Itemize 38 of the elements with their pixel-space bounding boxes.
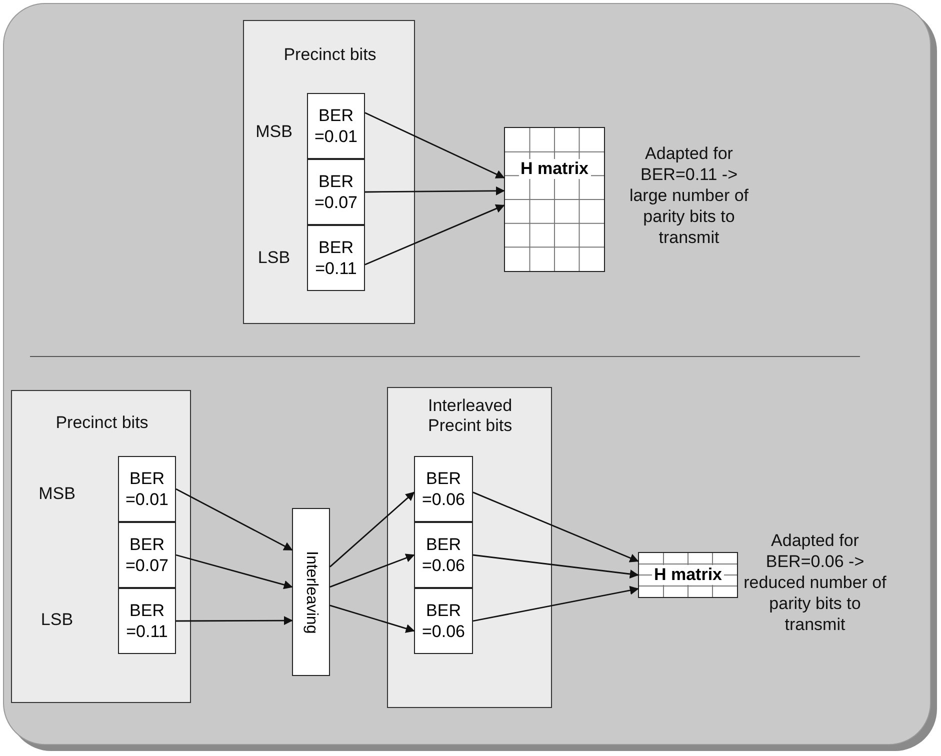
arrow [176, 616, 293, 626]
process-box: Interleaving [292, 508, 330, 676]
group-title: Precinct bits [54, 413, 150, 433]
arrow [364, 204, 505, 266]
arrow [365, 186, 505, 196]
arrow [472, 554, 639, 578]
arrow [176, 488, 293, 551]
note-text: Adapted for BER=0.06 -> reduced number of parity bits to transmit [742, 530, 888, 635]
matrix-grid [504, 127, 605, 272]
arrow [364, 112, 505, 178]
bit-box: BER =0.06 [414, 522, 473, 588]
group-panel [243, 20, 415, 324]
bit-box: BER =0.11 [118, 588, 176, 654]
matrix-label: H matrix [652, 565, 724, 585]
group-title: Interleaved Precint bits [428, 396, 514, 436]
group-title: Precinct bits [282, 45, 378, 65]
matrix-grid [638, 552, 738, 598]
bit-box: BER =0.01 [307, 93, 365, 159]
bit-box: BER =0.06 [414, 588, 473, 654]
bit-label: LSB [256, 247, 292, 268]
group-panel [387, 387, 552, 708]
bit-label: MSB [254, 121, 294, 142]
bit-label: MSB [38, 483, 76, 504]
arrow [330, 604, 415, 633]
bit-box: BER =0.07 [118, 522, 176, 588]
arrow [330, 554, 415, 588]
bit-box: BER =0.07 [307, 159, 365, 225]
matrix-label: H matrix [518, 159, 591, 180]
bit-box: BER =0.06 [414, 456, 473, 522]
arrow [176, 554, 293, 590]
arrow [472, 492, 639, 562]
bit-box: BER =0.11 [307, 225, 365, 291]
bit-box: BER =0.01 [118, 456, 176, 522]
group-panel [11, 390, 191, 703]
arrow [330, 492, 415, 568]
note-text: Adapted for BER=0.11 -> large number of parity bits to transmit [628, 143, 750, 248]
bit-label: LSB [40, 609, 74, 630]
arrow [472, 586, 639, 622]
